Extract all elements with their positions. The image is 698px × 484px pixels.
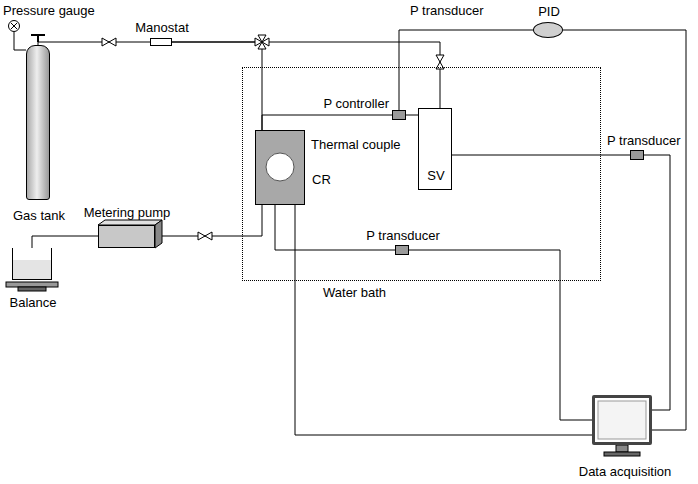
pressure-gauge: Pressure gauge <box>8 20 20 32</box>
metering-pump: Metering pump <box>98 225 155 248</box>
node-label: Data acquisition <box>579 465 672 479</box>
pipe-line <box>409 250 592 420</box>
four-way-valve <box>258 42 266 49</box>
pid-ellipse: PID <box>533 22 563 38</box>
pipe-line <box>275 205 395 250</box>
cell-reactor: CR <box>255 130 305 205</box>
pump-detail <box>99 226 156 249</box>
valve-symbol <box>436 62 444 69</box>
node-label: Metering pump <box>84 206 171 220</box>
beaker: Balance <box>12 248 52 280</box>
balance-base <box>18 287 46 291</box>
valve-symbol <box>198 232 205 240</box>
pipe-line <box>452 155 630 156</box>
pressure-transducer: P transducer <box>630 150 644 160</box>
manostat-box: Manostat <box>150 38 172 46</box>
node-label: Gas tank <box>13 209 65 223</box>
tank-valve-stem <box>37 35 39 42</box>
pipe-line <box>399 30 533 110</box>
valve-symbol <box>102 38 109 46</box>
node-label: P transducer <box>366 229 439 243</box>
pressure-transducer: P transducer <box>395 245 409 255</box>
valve-symbol <box>436 55 444 62</box>
water-bath: Water bathP controllerCRSVP transducer <box>243 68 600 280</box>
annotation-label: P transducer <box>410 4 483 18</box>
pipe-line <box>644 155 670 410</box>
monitor-stand <box>616 445 628 452</box>
annotation-label: Thermal couple <box>311 138 401 152</box>
pipe-line <box>406 115 418 116</box>
node-label: Pressure gauge <box>3 4 95 18</box>
valve-symbol <box>205 232 212 240</box>
pipe-line <box>172 42 440 108</box>
mon-detail <box>595 398 655 448</box>
gas-cylinder: Gas tank <box>26 45 50 200</box>
pipe-line <box>295 205 592 435</box>
pipe-line <box>32 236 98 248</box>
node-label: Manostat <box>135 21 188 35</box>
computer-monitor: Data acquisition <box>592 395 652 445</box>
pipe-line <box>172 42 262 130</box>
pipe-line <box>155 205 262 236</box>
pressure-controller: P controller <box>392 110 406 120</box>
pipe-line <box>563 30 686 430</box>
valve-symbol <box>109 38 116 46</box>
node-label: P transducer <box>607 134 680 148</box>
monitor-base <box>604 452 640 456</box>
node-label: P controller <box>323 97 389 111</box>
node-label: SV <box>427 169 444 183</box>
pipe-line <box>38 42 150 45</box>
pipe-line <box>14 32 26 50</box>
gauge-detail <box>9 21 21 33</box>
four-way-valve <box>258 35 266 42</box>
balance-plate <box>6 282 58 287</box>
cr-detail <box>256 131 306 206</box>
storage-vessel: SV <box>418 108 452 190</box>
node-label: Water bath <box>323 286 386 300</box>
node-label: Balance <box>10 296 57 310</box>
node-label: CR <box>312 173 331 187</box>
node-label: PID <box>538 5 560 19</box>
pipe-line <box>262 115 392 130</box>
